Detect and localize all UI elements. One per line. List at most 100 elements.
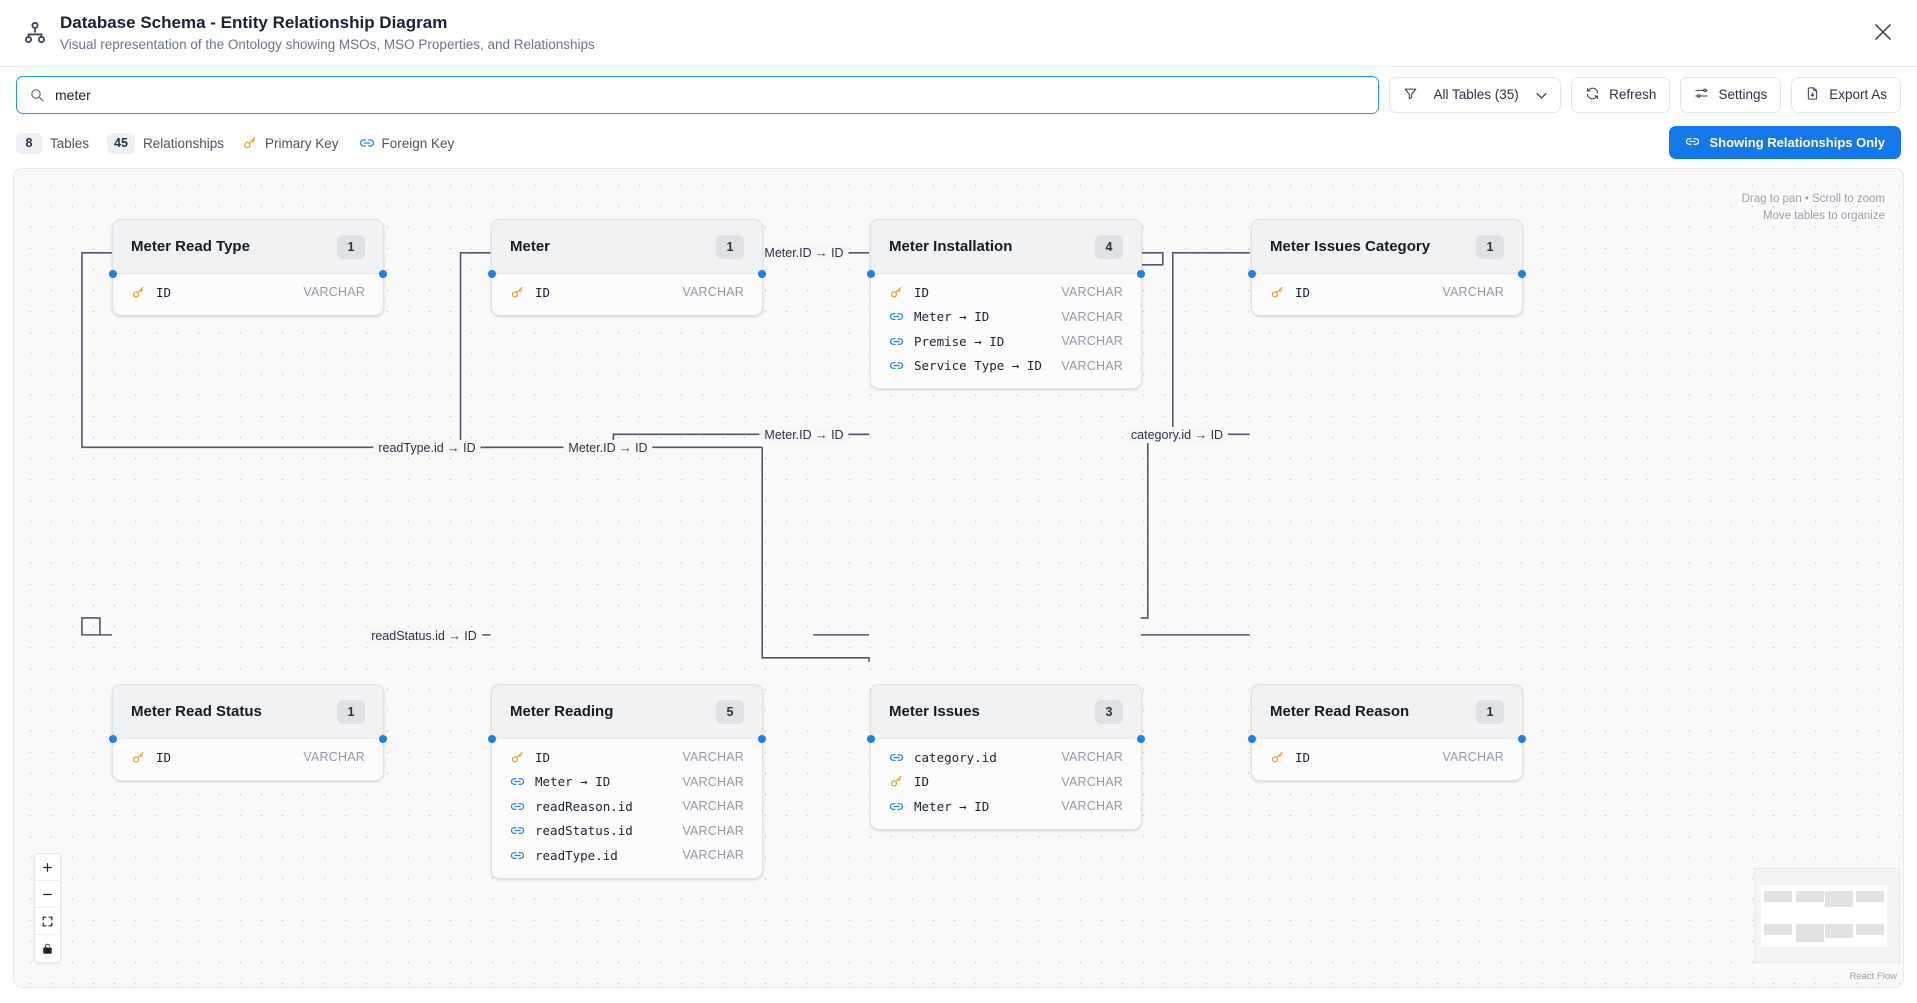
zoom-in-button[interactable] [35, 854, 60, 881]
minimap[interactable] [1754, 868, 1900, 963]
connection-port-left[interactable] [109, 270, 117, 278]
connection-port-left[interactable] [867, 735, 875, 743]
settings-button[interactable]: Settings [1680, 76, 1782, 113]
column-type: VARCHAR [1061, 285, 1123, 300]
zoom-out-button[interactable] [35, 881, 60, 908]
edge-label: Meter.ID → ID [563, 440, 653, 456]
connection-port-right[interactable] [379, 270, 387, 278]
link-icon [510, 848, 525, 863]
connection-port-right[interactable] [1518, 735, 1526, 743]
fit-view-button[interactable] [35, 908, 60, 935]
relationships-label: Relationships [142, 135, 224, 151]
link-icon [889, 309, 904, 324]
edge-label: readStatus.id → ID [366, 628, 482, 644]
filter-icon [1403, 86, 1418, 104]
close-icon[interactable] [1871, 20, 1895, 44]
edge-label: readType.id → ID [373, 440, 481, 456]
connection-port-right[interactable] [758, 270, 766, 278]
legend-primary-key: Primary Key [242, 135, 339, 151]
app-header: Database Schema - Entity Relationship Di… [0, 0, 1917, 66]
export-as-button[interactable]: Export As [1791, 76, 1901, 113]
search-box[interactable] [16, 75, 1380, 114]
showing-relationships-only-button[interactable]: Showing Relationships Only [1669, 126, 1901, 159]
table-name: Meter Reading [510, 703, 614, 720]
connection-port-right[interactable] [379, 735, 387, 743]
table-column-count-badge: 1 [337, 234, 365, 259]
search-input[interactable] [55, 86, 1367, 103]
column-name: Meter → ID [914, 798, 990, 814]
connection-port-left[interactable] [488, 735, 496, 743]
legend-bar: 8 Tables 45 Relationships Primary Key Fo… [0, 122, 1917, 164]
table-filter-dropdown[interactable]: All Tables (35) [1389, 76, 1562, 113]
connection-port-left[interactable] [1248, 270, 1256, 278]
column-name: readReason.id [535, 798, 633, 814]
key-icon [1270, 750, 1285, 765]
edge-label: Meter.ID → ID [759, 427, 849, 443]
link-icon [889, 334, 904, 349]
link-icon [510, 823, 525, 838]
column-type: VARCHAR [1442, 750, 1504, 765]
table-column-count-badge: 1 [1476, 234, 1504, 259]
table-column-count-badge: 5 [716, 699, 744, 724]
connection-port-left[interactable] [1248, 735, 1256, 743]
lock-button[interactable] [35, 935, 60, 962]
connection-port-left[interactable] [109, 735, 117, 743]
table-name: Meter [510, 238, 551, 255]
connection-port-right[interactable] [1137, 735, 1145, 743]
table-node-header[interactable]: Meter Reading 5 [492, 685, 762, 739]
connection-port-left[interactable] [488, 270, 496, 278]
column-type: VARCHAR [1061, 774, 1123, 789]
minimap-node [1856, 924, 1884, 935]
export-label: Export As [1829, 87, 1887, 102]
connection-port-left[interactable] [867, 270, 875, 278]
link-icon [510, 799, 525, 814]
connection-port-right[interactable] [1137, 270, 1145, 278]
refresh-icon [1585, 86, 1600, 104]
erd-canvas[interactable]: Drag to pan • Scroll to zoom Move tables… [13, 168, 1904, 988]
page-subtitle: Visual representation of the Ontology sh… [60, 36, 595, 52]
column-type: VARCHAR [303, 285, 365, 300]
refresh-button[interactable]: Refresh [1571, 76, 1671, 113]
connection-port-right[interactable] [1518, 270, 1526, 278]
column-name: ID [535, 749, 551, 765]
connection-port-right[interactable] [758, 735, 766, 743]
filter-label: All Tables (35) [1433, 87, 1519, 102]
edge-label: category.id → ID [1125, 427, 1229, 443]
column-type: VARCHAR [682, 774, 744, 789]
